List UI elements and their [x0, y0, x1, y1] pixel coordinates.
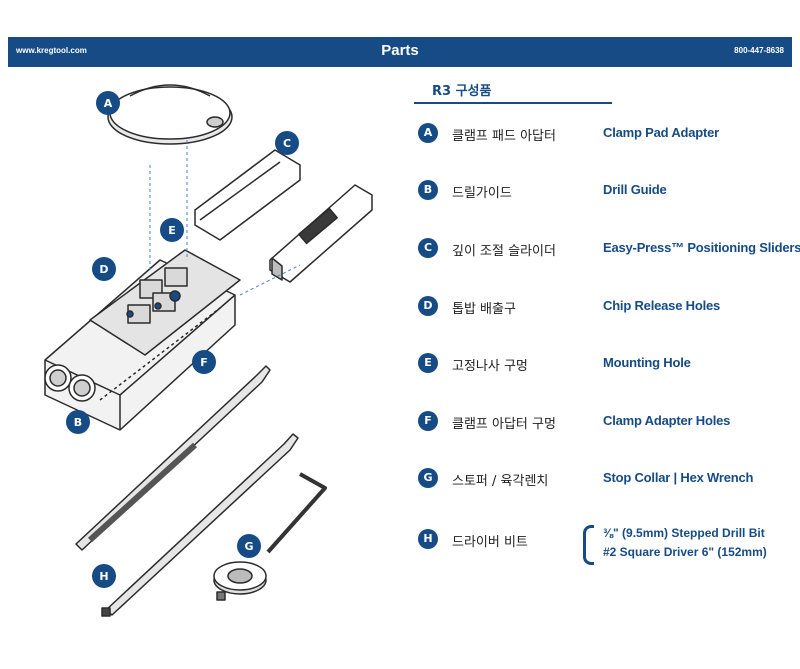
title-divider	[414, 102, 612, 104]
part-badge: A	[418, 123, 438, 143]
svg-text:E: E	[168, 224, 176, 237]
part-name-ko: 클램프 패드 아답터	[452, 129, 556, 144]
part-name-ko: 스토퍼 / 육각렌치	[452, 474, 549, 489]
part-badge: G	[418, 468, 438, 488]
driver-bits-illustration	[75, 365, 299, 617]
part-row-d: D 톱밥 배출구 Chip Release Holes	[418, 294, 798, 318]
svg-text:H: H	[99, 570, 108, 583]
header-bar: www.kregtool.com Parts 800-447-8638	[8, 37, 792, 67]
part-row-g: G 스토퍼 / 육각렌치 Stop Collar | Hex Wrench	[418, 466, 798, 490]
part-row-h: H 드라이버 비트	[418, 527, 798, 551]
part-name-ko: 깊이 조절 슬라이더	[452, 244, 556, 259]
part-badge: C	[418, 238, 438, 258]
website-link[interactable]: www.kregtool.com	[16, 46, 87, 55]
part-name-en: Clamp Adapter Holes	[603, 413, 731, 428]
callout-a: A	[96, 91, 120, 115]
driver-line: #2 Square Driver 6" (152mm)	[603, 545, 767, 559]
callout-e: E	[160, 218, 184, 242]
svg-text:C: C	[283, 137, 291, 150]
part-name-ko: 고정나사 구멍	[452, 359, 528, 374]
part-badge: F	[418, 411, 438, 431]
clamp-pad-adapter-illustration	[107, 84, 233, 145]
part-badge: H	[418, 529, 438, 549]
callout-c: C	[275, 131, 299, 155]
drill-bit-line: ⅜" (9.5mm) Stepped Drill Bit	[603, 526, 765, 540]
stop-collar-illustration	[213, 561, 267, 601]
bracket-icon	[583, 525, 594, 565]
part-badge: D	[418, 296, 438, 316]
part-badge: B	[418, 180, 438, 200]
parts-list-title: R3 구성품	[432, 84, 492, 99]
svg-text:D: D	[99, 263, 108, 276]
part-name-ko: 드라이버 비트	[452, 535, 528, 550]
phone-number: 800-447-8638	[734, 46, 784, 55]
part-row-b: B 드릴가이드 Drill Guide	[418, 178, 798, 202]
svg-text:G: G	[244, 540, 253, 553]
part-row-f: F 클램프 아답터 구멍 Clamp Adapter Holes	[418, 409, 798, 433]
part-row-a: A 클램프 패드 아답터 Clamp Pad Adapter	[418, 121, 798, 145]
callout-d: D	[92, 257, 116, 281]
callout-h: H	[92, 564, 116, 588]
part-badge: E	[418, 353, 438, 373]
callout-g: G	[237, 534, 261, 558]
part-row-e: E 고정나사 구멍 Mounting Hole	[418, 351, 798, 375]
page-title: Parts	[381, 42, 419, 59]
svg-text:A: A	[104, 97, 113, 110]
part-name-ko: 톱밥 배출구	[452, 302, 516, 317]
hex-wrench-illustration	[266, 472, 327, 554]
drill-guide-illustration	[44, 249, 241, 431]
part-name-ko: 클램프 아답터 구멍	[452, 417, 556, 432]
part-name-en: Chip Release Holes	[603, 298, 721, 313]
part-row-c: C 깊이 조절 슬라이더 Easy-Press™ Positioning Sli…	[418, 236, 800, 260]
svg-text:B: B	[74, 416, 82, 429]
positioning-sliders-illustration	[194, 149, 373, 283]
part-name-en: Clamp Pad Adapter	[603, 125, 720, 140]
part-name-en: Drill Guide	[603, 182, 667, 197]
callout-f: F	[192, 350, 216, 374]
svg-text:F: F	[200, 356, 208, 369]
parts-diagram: A B C D E F G H	[44, 84, 373, 617]
part-name-en: Mounting Hole	[603, 355, 691, 370]
part-name-ko: 드릴가이드	[452, 186, 512, 201]
callout-b: B	[66, 410, 90, 434]
part-name-en: Easy-Press™ Positioning Sliders	[603, 240, 800, 255]
part-name-en: Stop Collar | Hex Wrench	[603, 470, 754, 485]
